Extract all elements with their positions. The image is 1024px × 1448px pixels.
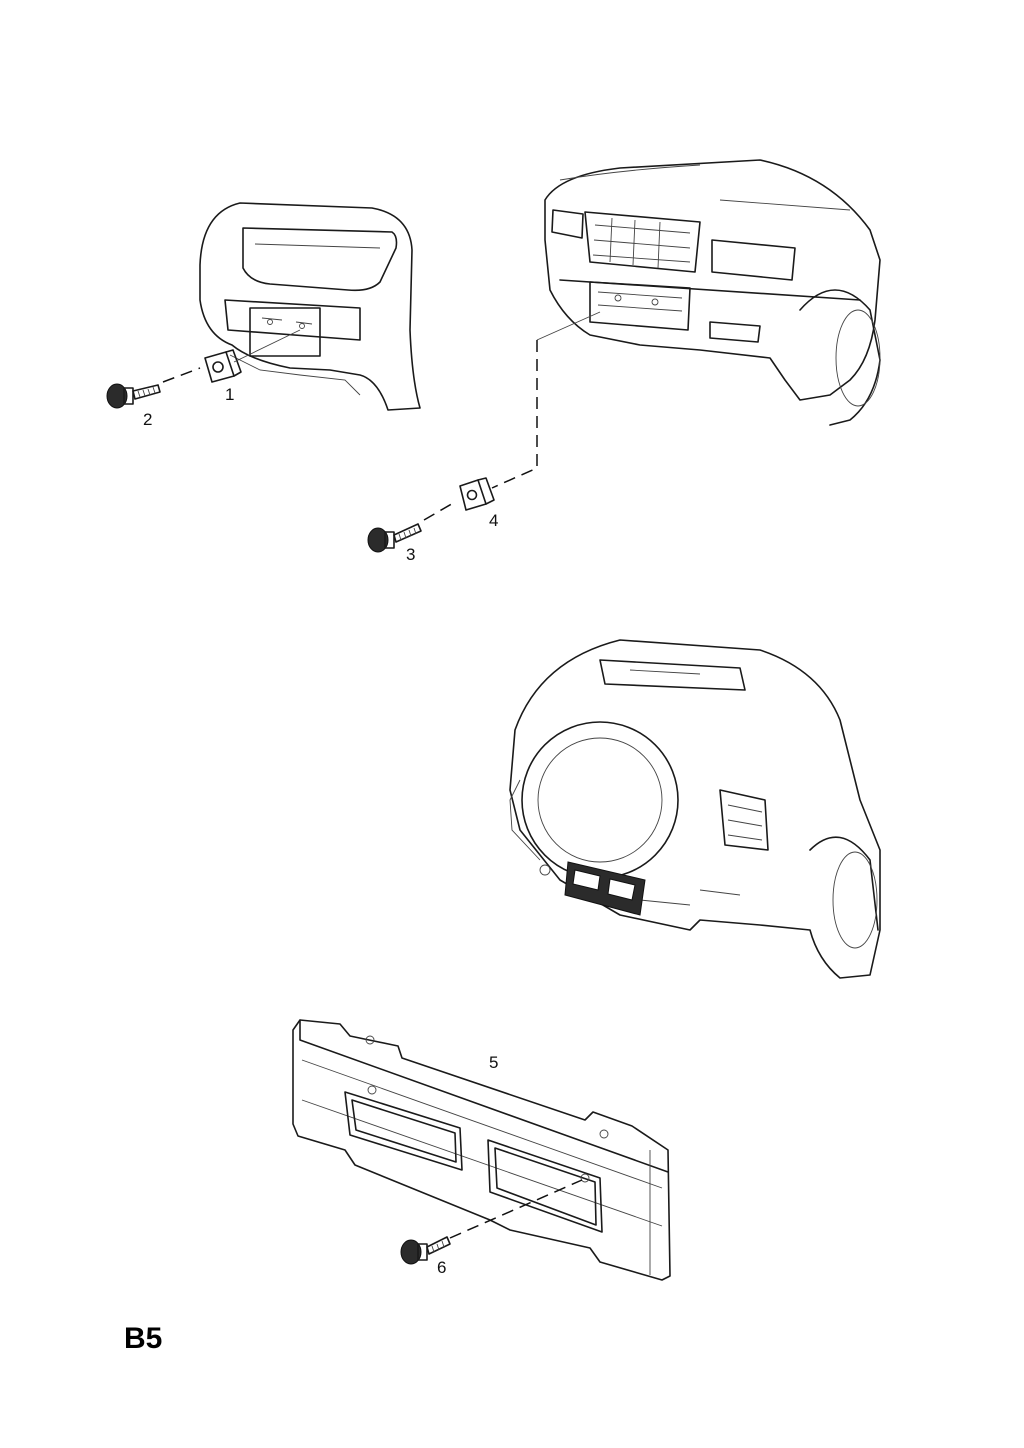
plate-holder-5 — [292, 1019, 671, 1281]
clip-nut-1 — [204, 349, 242, 383]
front-vehicle-drawing — [544, 159, 881, 426]
rear-vehicle-drawing — [509, 639, 881, 979]
front-bracket-drawing — [199, 202, 421, 411]
leader-line-vehicle — [536, 311, 601, 341]
bolt-2 — [106, 383, 161, 409]
leader-line-2 — [162, 367, 201, 383]
callout-3: 3 — [406, 545, 415, 564]
leader-line-6 — [449, 1179, 583, 1239]
callout-2: 2 — [143, 410, 152, 429]
leader-line-1 — [233, 329, 301, 363]
bolt-6 — [400, 1236, 451, 1265]
callout-4: 4 — [489, 511, 498, 530]
rear-plate-holder-installed — [564, 861, 646, 916]
callout-5: 5 — [489, 1053, 498, 1072]
section-code: B5 — [124, 1322, 162, 1355]
clip-nut-4 — [459, 477, 495, 511]
leader-line-3 — [423, 501, 456, 521]
callout-6: 6 — [437, 1258, 446, 1277]
leader-line-4 — [491, 340, 538, 489]
bolt-3 — [367, 523, 422, 553]
callout-1: 1 — [225, 385, 234, 404]
